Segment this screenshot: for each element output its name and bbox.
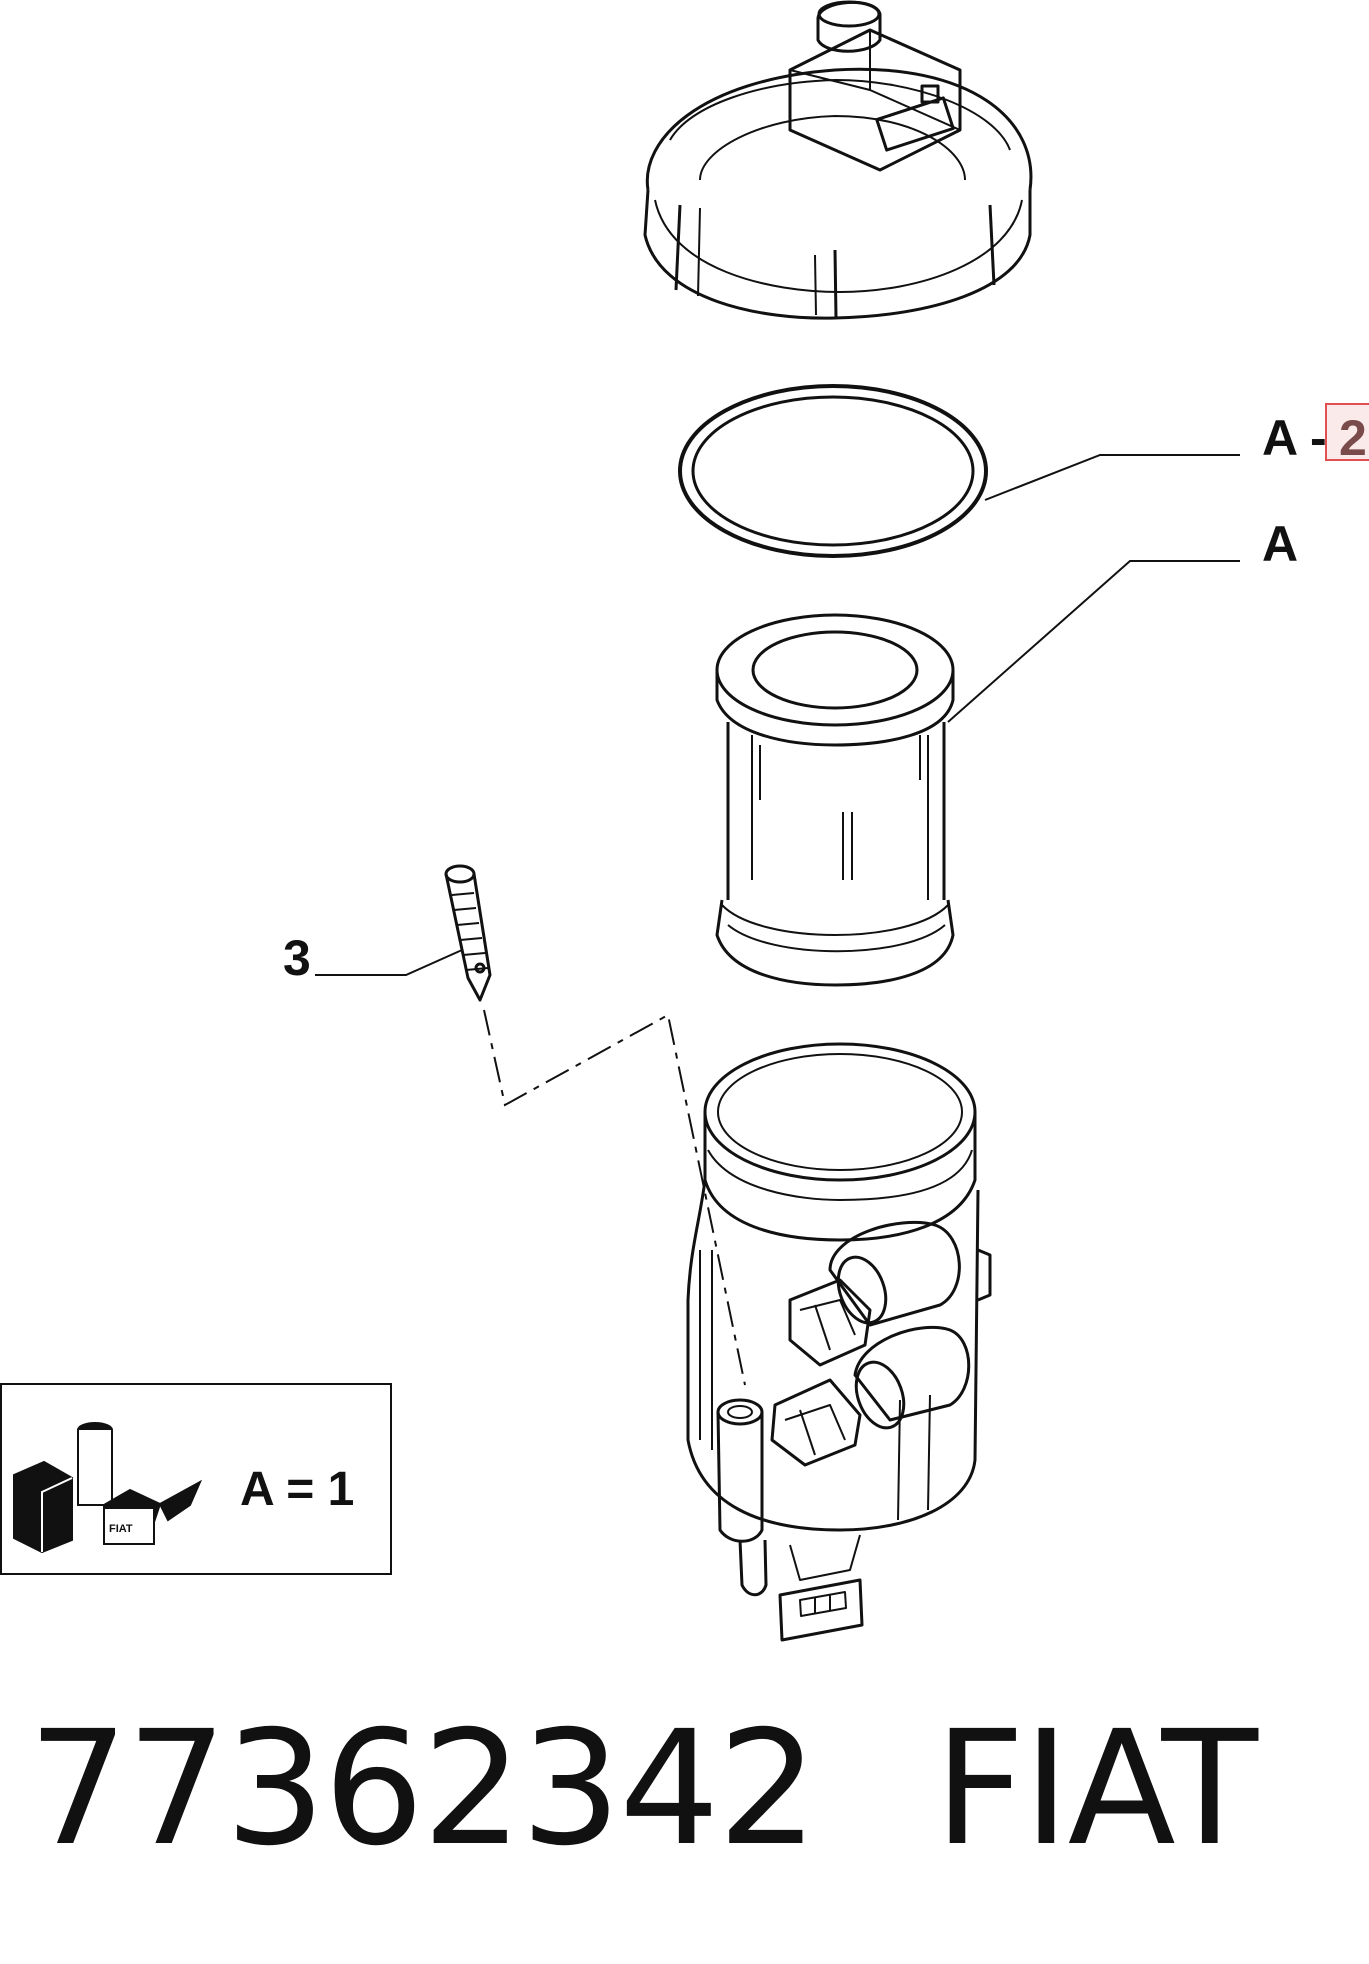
o-ring-seal [678,384,988,558]
leader-lines [315,454,1240,976]
callout-seal-highlight-box [1325,403,1369,461]
callout-seal-number: 2 [1339,410,1367,466]
drain-plug [444,864,492,1002]
brand-name: FIAT [934,1697,1258,1881]
part-number: 77362342 [28,1697,818,1881]
kit-mini-brand: FIAT [109,1523,133,1535]
callout-seal-separator: - [1310,410,1327,466]
footer-caption: 77362342 FIAT [28,1697,1258,1881]
filter-housing-body [686,1042,992,1642]
kit-legend-box: FIAT A = 1 [0,1383,392,1575]
callout-plug-number: 3 [283,930,311,986]
filter-cover-cap [643,0,1033,320]
assembly-path-line [483,1009,746,1386]
filter-element [715,613,955,987]
callout-seal-letter: A [1262,410,1298,466]
parts-kit-icon [13,1422,203,1554]
kit-quantity-label: A = 1 [240,1463,354,1516]
callout-filter-letter: A [1262,516,1298,572]
callout-seal: A - 2 [1262,403,1369,466]
